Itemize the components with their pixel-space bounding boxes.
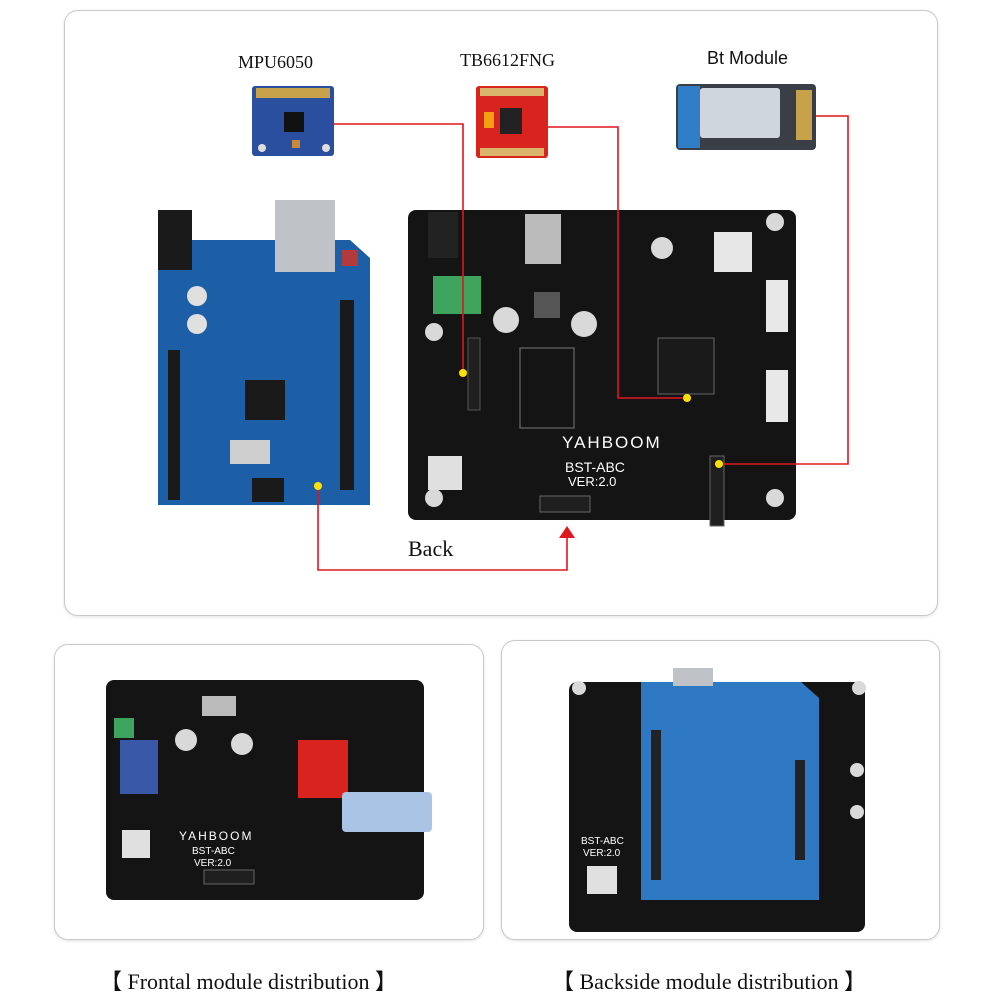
mpu6050-label: MPU6050 (238, 52, 314, 72)
bt-connection-line (719, 115, 849, 465)
board-version-text: VER:2.0 (568, 474, 616, 489)
backside-caption: 【 Backside module distribution 】 (552, 969, 867, 994)
connection-lines (317, 115, 849, 571)
mpu-dot (459, 369, 467, 377)
mpu6050-connection-line (334, 123, 464, 373)
bt-dot (715, 460, 723, 468)
bt-module-label: Bt Module (707, 48, 789, 68)
tb6612-connection-line (548, 126, 687, 399)
backside-version-text: VER:2.0 (583, 848, 621, 859)
wiring-diagram: YAHBOOM BST-ABC VER:2.0 (158, 84, 849, 571)
arduino-uno-board-image (158, 200, 370, 505)
backside-board-photo: BST-ABC VER:2.0 (569, 668, 866, 932)
frontal-board-photo: YAHBOOM BST-ABC VER:2.0 (106, 680, 432, 900)
back-label: Back (408, 536, 454, 561)
tb6612-label: TB6612FNG (460, 50, 556, 70)
bt-module-image (676, 84, 816, 150)
mpu6050-module-image (252, 86, 334, 156)
back-connection-line (317, 486, 568, 571)
back-arrow-head (559, 526, 575, 538)
frontal-caption: 【 Frontal module distribution 】 (100, 969, 397, 994)
frontal-version-text: VER:2.0 (194, 858, 232, 869)
tb6612fng-module-image (476, 86, 548, 158)
board-brand-text: YAHBOOM (562, 433, 662, 452)
tb6612-dot (683, 394, 691, 402)
arduino-dot (314, 482, 322, 490)
board-model-text: BST-ABC (565, 459, 625, 475)
frontal-brand-text: YAHBOOM (179, 829, 253, 843)
frontal-model-text: BST-ABC (192, 846, 235, 857)
bst-abc-board-image: YAHBOOM BST-ABC VER:2.0 (408, 210, 796, 527)
backside-model-text: BST-ABC (581, 836, 624, 847)
